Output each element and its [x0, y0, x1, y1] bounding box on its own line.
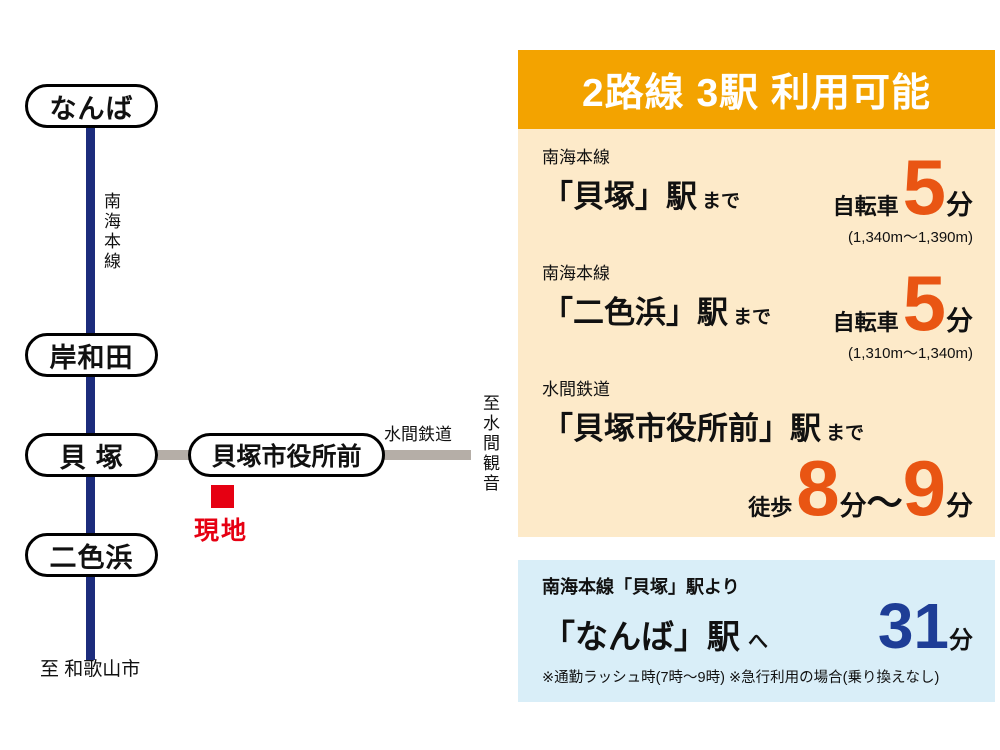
- station-nishikinohama: 二色浜: [25, 533, 158, 577]
- minutes-unit: 分: [949, 627, 973, 654]
- from-station-line: 南海本線「貝塚」駅より: [542, 577, 740, 597]
- namba-access-panel: 南海本線「貝塚」駅より 「なんば」駅へ 31分 ※通勤ラッシュ時(7時〜9時) …: [518, 560, 995, 702]
- to-wakayama-label: 至 和歌山市: [40, 659, 141, 680]
- site-marker: [211, 485, 234, 508]
- access-row-kaizuka-station: 南海本線 「貝塚」駅まで: [542, 143, 740, 216]
- station-name-line: 「二色浜」駅まで: [542, 287, 771, 332]
- destination-station: 「なんば」駅: [542, 618, 740, 655]
- namba-main-line: 「なんば」駅へ 31分: [542, 594, 973, 658]
- station-suffix: まで: [733, 307, 772, 328]
- destination-line: 「なんば」駅へ: [542, 610, 768, 658]
- distance-range: (1,340m〜1,390m): [847, 229, 973, 246]
- travel-mode: 自転車: [832, 194, 899, 219]
- line-name: 南海本線: [542, 264, 610, 283]
- namba-time: 31分: [878, 594, 973, 658]
- mizuma-line-label: 水間鉄道: [384, 420, 452, 445]
- to-mizuma-kannon-label: 至水間観音: [480, 394, 499, 494]
- station-name: 「貝塚市役所前」駅: [542, 411, 821, 446]
- nankai-line-rail: [86, 106, 95, 660]
- range-tilde: 〜: [866, 482, 903, 523]
- station-kaizuka-shiyakusho-mae: 貝塚市役所前: [188, 433, 385, 477]
- access-row-nishikinohama-station: 南海本線 「二色浜」駅まで: [542, 259, 771, 332]
- line-name: 南海本線: [542, 148, 610, 167]
- station-kishiwada: 岸和田: [25, 333, 158, 377]
- site-label: 現地: [194, 517, 249, 545]
- access-panel-header: 2路線 3駅 利用可能: [518, 50, 995, 129]
- minutes-value: 5: [902, 143, 946, 231]
- minutes-to: 9: [902, 444, 946, 532]
- access-row-shiyakusho-station: 水間鉄道 「貝塚市役所前」駅まで: [542, 375, 973, 448]
- station-name-line: 「貝塚」駅まで: [542, 171, 740, 216]
- line-name: 水間鉄道: [542, 380, 610, 399]
- station-namba: なんば: [25, 84, 158, 128]
- station-suffix: まで: [702, 191, 741, 212]
- station-name-line: 「貝塚市役所前」駅まで: [542, 403, 973, 448]
- station-name: 「貝塚」駅: [542, 179, 697, 214]
- station-suffix: まで: [826, 423, 865, 444]
- minutes-unit: 分: [839, 491, 867, 521]
- minutes-unit: 分: [946, 306, 973, 336]
- travel-mode: 自転車: [832, 310, 899, 335]
- minutes-unit: 分: [946, 491, 973, 521]
- travel-mode: 徒歩: [748, 495, 793, 520]
- footnote: ※通勤ラッシュ時(7時〜9時) ※急行利用の場合(乗り換えなし): [542, 670, 940, 686]
- minutes-from: 8: [796, 444, 840, 532]
- destination-suffix: へ: [748, 631, 768, 653]
- nankai-line-label: 南海本線: [98, 192, 123, 272]
- station-name: 「二色浜」駅: [542, 295, 728, 330]
- minutes-value: 5: [902, 259, 946, 347]
- minutes-unit: 分: [946, 190, 973, 220]
- minutes-value: 31: [877, 590, 949, 662]
- distance-range: (1,310m〜1,340m): [847, 345, 973, 362]
- station-kaizuka: 貝 塚: [25, 433, 158, 477]
